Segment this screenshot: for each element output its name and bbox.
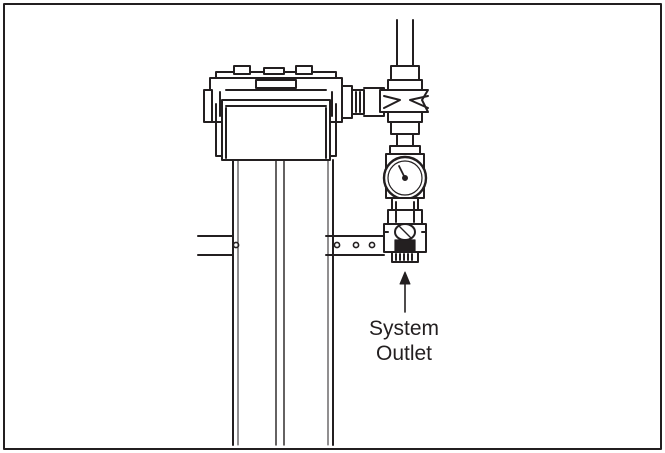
filter-housing — [232, 159, 334, 446]
callout-line-2: Outlet — [375, 342, 433, 365]
supply-tee — [379, 19, 429, 147]
callout-line-1: System — [368, 317, 439, 340]
outlet-valve — [383, 197, 427, 263]
filter-head — [203, 65, 343, 161]
system-outlet-label: System Outlet — [340, 316, 468, 366]
callout-arrow — [399, 271, 411, 313]
outlet-fitting — [341, 85, 385, 119]
pressure-gauge — [382, 145, 428, 201]
figure-border — [3, 3, 662, 450]
mounting-bracket — [197, 235, 385, 256]
